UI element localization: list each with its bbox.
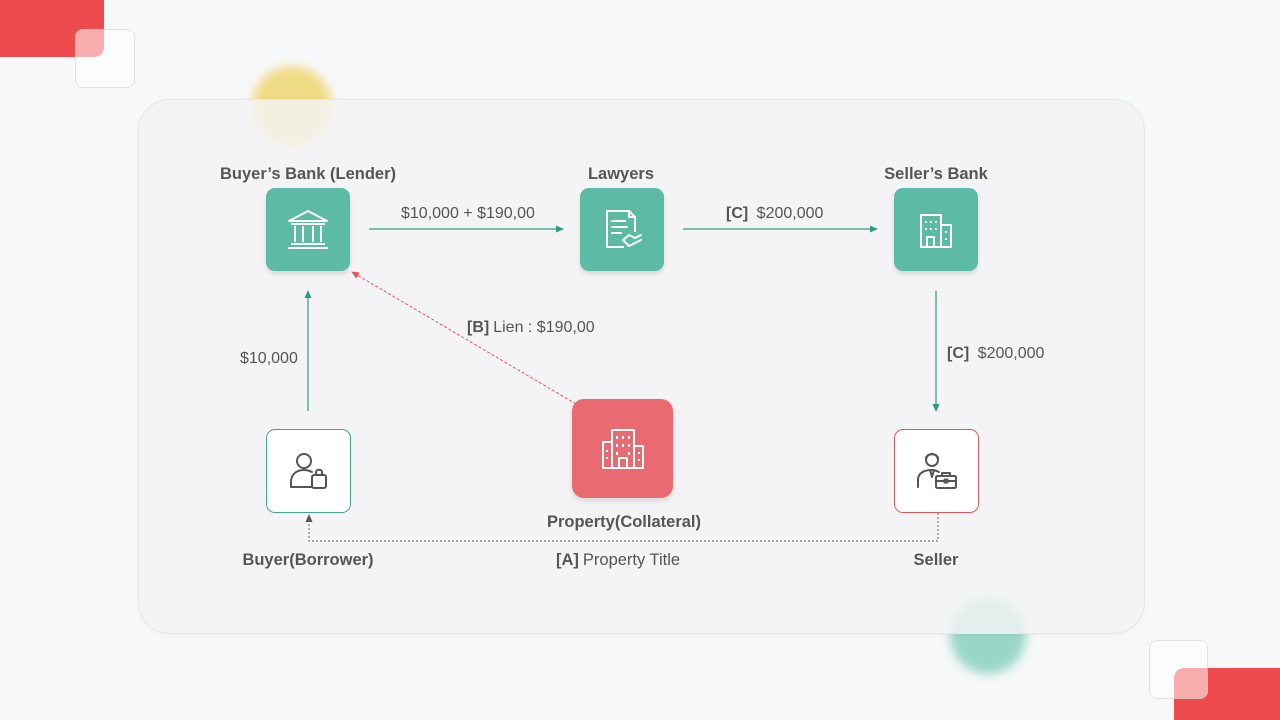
flow-tag: [C] (947, 345, 970, 362)
seller-node[interactable] (894, 429, 979, 513)
contract-handshake-icon (606, 209, 642, 248)
apartment-building-icon (601, 428, 644, 469)
office-building-icon (920, 213, 952, 248)
seller-label: Seller (913, 551, 959, 569)
buyer-node[interactable] (266, 429, 351, 513)
flow-label-title: [A]Property Title (556, 551, 680, 570)
buyers-bank-label: Buyer’s Bank (Lender) (219, 165, 397, 183)
flow-amount: $200,000 (977, 345, 1045, 362)
buyer-label: Buyer(Borrower) (242, 551, 374, 569)
flow-tag: [B] (467, 319, 490, 336)
decorative-glass-square-top (75, 29, 135, 88)
flow-tag: [C] (726, 205, 749, 222)
property-label: Property(Collateral) (546, 513, 702, 531)
flow-label-sellers-bank-to-seller: [C] $200,000 (947, 345, 1044, 363)
person-with-bag-icon (289, 453, 327, 489)
lawyers-node[interactable] (580, 188, 664, 271)
arrow-lien-to-bank (351, 271, 577, 405)
flow-label-lien: [B]Lien : $190,00 (467, 319, 595, 337)
decorative-glass-square-bottom (1149, 640, 1208, 699)
businessman-briefcase-icon (916, 453, 957, 489)
sellers-bank-node[interactable] (894, 188, 978, 271)
flow-text: Lien : $190,00 (493, 319, 595, 336)
arrow-title-seller-to-buyer (305, 513, 939, 542)
flow-text: Property Title (582, 551, 681, 569)
lawyers-label: Lawyers (587, 165, 655, 183)
buyers-bank-node[interactable] (266, 188, 350, 271)
bank-icon (288, 209, 328, 249)
property-node[interactable] (572, 399, 673, 498)
flow-amount-bank-to-lawyers: $10,000 + $190,00 (401, 205, 535, 222)
sellers-bank-label: Seller’s Bank (884, 165, 988, 183)
flow-amount: $200,000 (756, 205, 824, 222)
flow-label-lawyers-to-sellers-bank: [C] $200,000 (726, 205, 823, 223)
flow-tag: [A] (556, 551, 579, 569)
flow-amount-buyer-to-bank: $10,000 (240, 350, 298, 367)
